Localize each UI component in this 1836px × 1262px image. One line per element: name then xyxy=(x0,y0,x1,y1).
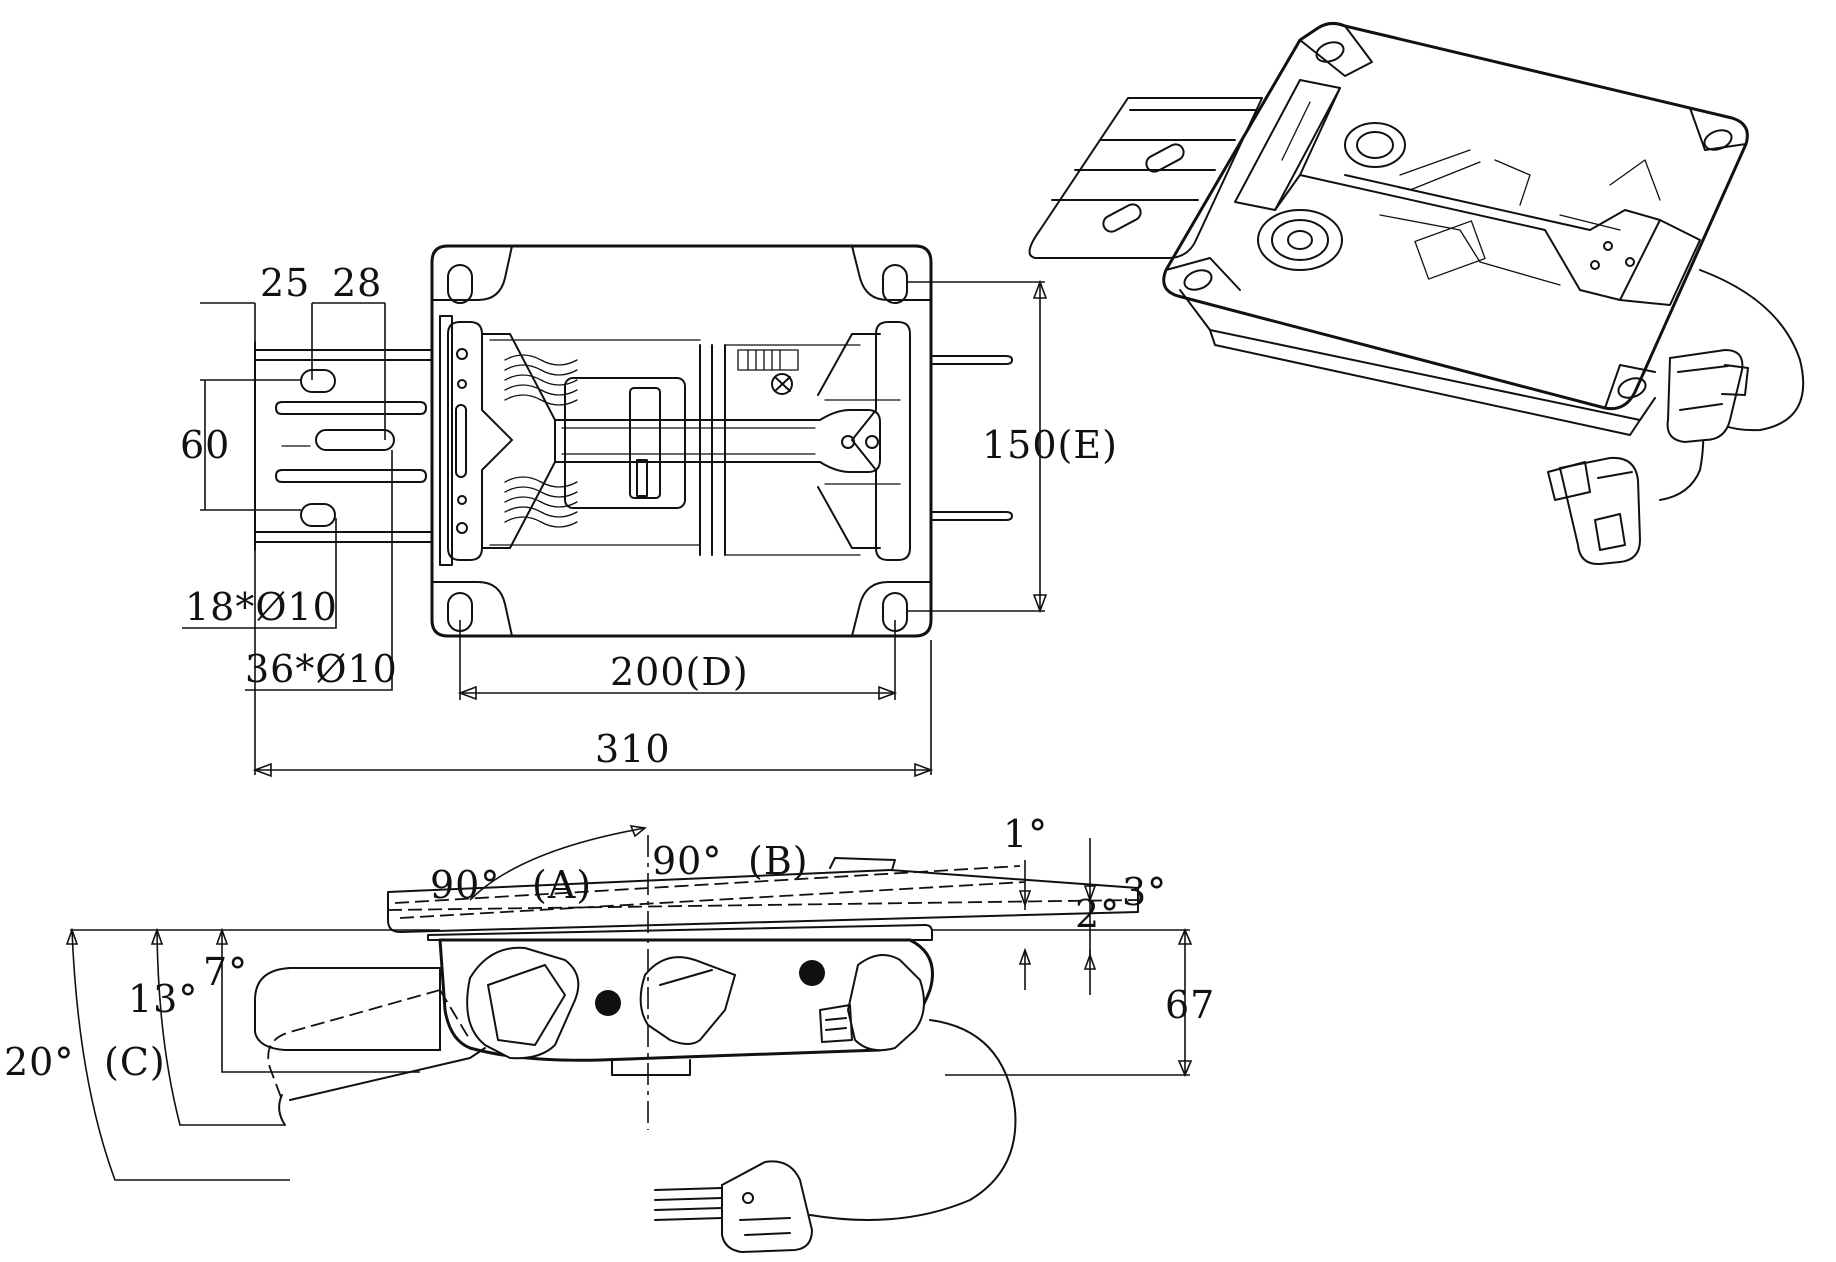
dim-mount-width: 150(E) xyxy=(982,423,1118,467)
dim-overall-length: 310 xyxy=(595,727,671,771)
top-view-dimensions: 25 28 60 18*Ø10 36*Ø10 150(E) 200(D) 310 xyxy=(180,261,1118,778)
dim-label-a: (A) xyxy=(532,863,592,907)
dim-mount-length: 200(D) xyxy=(610,650,749,694)
dim-recline-20: 20° xyxy=(4,1040,74,1084)
top-view xyxy=(254,244,1013,638)
dim-long-slots: 36*Ø10 xyxy=(245,647,398,691)
dim-label-b: (B) xyxy=(748,839,809,883)
dim-tilt-2: 2° xyxy=(1075,892,1120,936)
dim-tilt-3: 3° xyxy=(1122,870,1167,914)
dim-tilt-1: 1° xyxy=(1003,812,1048,856)
dim-slot-spacing: 60 xyxy=(180,423,230,467)
side-view-dimensions: 90° (A) 90° (B) 1° 2° 3° 67 13° 7° 20° (… xyxy=(4,812,1215,1181)
dim-recline-7: 7° xyxy=(203,950,248,994)
dim-swivel-b: 90° xyxy=(652,839,722,883)
dim-slot-pitch-b: 28 xyxy=(332,261,382,305)
dim-slot-pitch-a: 25 xyxy=(260,261,310,305)
dim-short-slots: 18*Ø10 xyxy=(185,585,338,629)
dim-height: 67 xyxy=(1165,983,1215,1027)
isometric-view xyxy=(1028,21,1805,566)
dim-recline-13: 13° xyxy=(128,977,198,1021)
dim-swivel-a: 90° xyxy=(430,863,500,907)
dim-label-c: (C) xyxy=(104,1040,166,1084)
side-view xyxy=(254,835,1139,1254)
